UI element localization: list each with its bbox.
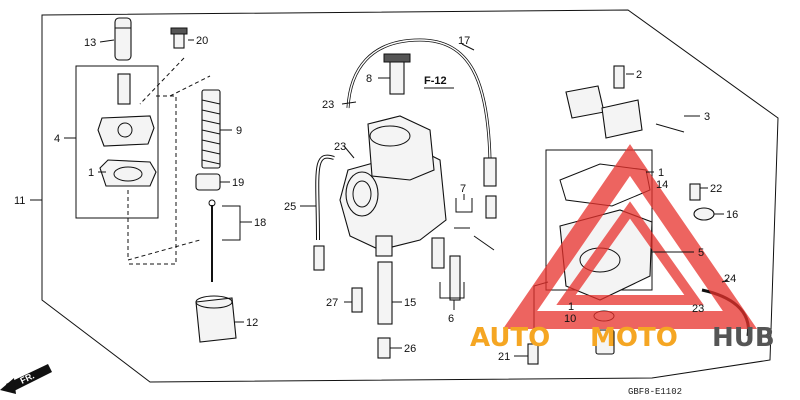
front-direction-arrow: FR. (0, 364, 52, 394)
callout-9: 9 (236, 125, 242, 137)
watermark-logo (502, 144, 758, 329)
callout-17: 17 (458, 35, 470, 47)
callout-3: 3 (704, 111, 710, 123)
part-16-washer (693, 207, 715, 221)
reference-label: F-12 (424, 75, 447, 87)
callout-1: 1 (658, 167, 664, 179)
callout-4: 4 (54, 133, 60, 145)
callout-5: 5 (698, 247, 704, 259)
part-8-adjuster (389, 59, 405, 95)
callout-18: 18 (254, 217, 266, 229)
callout-22: 22 (710, 183, 722, 195)
part-15 (377, 261, 393, 325)
part-21-screw (527, 343, 539, 365)
part-26 (377, 337, 391, 359)
part-19-retainer (195, 173, 221, 191)
part-27 (351, 287, 363, 313)
part-2-pin (613, 65, 625, 89)
callout-19: 19 (232, 177, 244, 189)
part-1-gasket (99, 159, 157, 187)
part-12-throttle-valve (195, 297, 237, 343)
diagram-boundary (41, 9, 779, 383)
part-4-cover (97, 115, 155, 147)
callout-7: 7 (460, 183, 466, 195)
callout-23: 23 (692, 303, 704, 315)
callout-2: 2 (636, 69, 642, 81)
callout-6: 6 (448, 313, 454, 325)
watermark-word-auto: AUTO (470, 323, 550, 353)
callout-10: 10 (564, 313, 576, 325)
callout-1: 1 (88, 167, 94, 179)
watermark-logo-inner (556, 201, 704, 305)
part-3-float (565, 85, 605, 119)
callout-8: 8 (366, 73, 372, 85)
part-4-rod (117, 73, 131, 105)
callout-16: 16 (726, 209, 738, 221)
part-9-spring (201, 89, 221, 169)
callout-24: 24 (724, 273, 736, 285)
callout-20: 20 (196, 35, 208, 47)
callout-21: 21 (498, 351, 510, 363)
callout-26: 26 (404, 343, 416, 355)
callout-23: 23 (322, 99, 334, 111)
part-25-tube (315, 154, 335, 241)
callout-11: 11 (14, 195, 25, 207)
callout-27: 27 (326, 297, 338, 309)
part-22-screw (689, 183, 701, 201)
group-5-box (545, 149, 653, 291)
callout-23: 23 (334, 141, 346, 153)
callout-leaders (30, 39, 729, 357)
part-13-cap (114, 17, 132, 61)
group-4-box (75, 65, 159, 219)
drawing-code: GBF8-E1102 (628, 387, 682, 397)
part-6-screw (431, 237, 465, 301)
watermark-word-moto: MOTO (590, 323, 678, 353)
callout-15: 15 (404, 297, 416, 309)
carburetor-body (313, 38, 497, 359)
watermark-logo-mark (502, 144, 758, 329)
callout-25: 25 (284, 201, 296, 213)
watermark-word-hub: HUB (712, 323, 775, 353)
part-7-screw (454, 227, 495, 251)
callout-13: 13 (84, 37, 96, 49)
callout-14: 14 (656, 179, 668, 191)
throttle-group (75, 17, 241, 343)
callout-1: 1 (568, 301, 574, 313)
callout-12: 12 (246, 317, 258, 329)
